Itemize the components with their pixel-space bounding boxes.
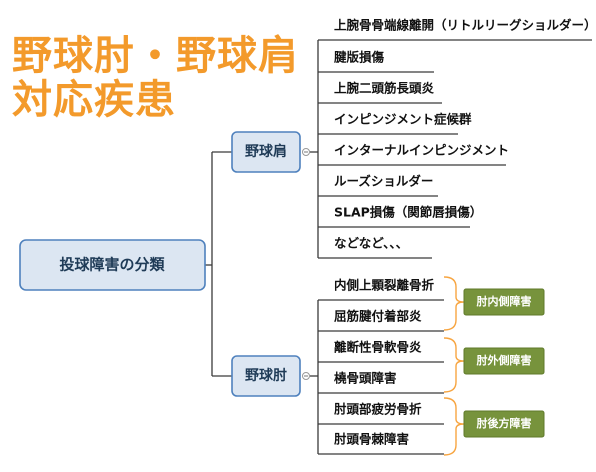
shoulder-item-3: 上腕二頭筋長頭炎: [334, 81, 435, 96]
elbow-node-label: 野球肘: [245, 367, 287, 384]
elbow-item-4: 橈骨頭障害: [334, 371, 397, 386]
group-bracket-2: [443, 337, 465, 393]
group-tag-box-1: [463, 288, 545, 316]
shoulder-item-5: インターナルインピンジメント: [334, 143, 509, 158]
elbow-item-6: 肘頭骨棘障害: [334, 432, 409, 447]
elbow-node-box: [231, 355, 301, 397]
elbow-item-1: 内側上顆裂離骨折: [334, 278, 435, 293]
elbow-item-3: 離断性骨軟骨炎: [334, 340, 422, 355]
root-node-box: [19, 239, 206, 291]
shoulder-item-4: インピンジメント症候群: [334, 112, 472, 127]
group-bracket-1: [443, 276, 465, 331]
diagram-title-line2: 対応疾患: [12, 77, 176, 123]
group-tag-1: 肘内側障害: [477, 294, 532, 308]
root-node-label: 投球障害の分類: [59, 256, 165, 274]
group-tag-box-2: [463, 347, 545, 375]
diagram-title-line1: 野球肘・野球肩: [12, 33, 299, 79]
shoulder-item-8: などなど、、、: [334, 236, 408, 251]
group-bracket-3: [443, 397, 465, 456]
shoulder-item-2: 腱版損傷: [334, 50, 385, 65]
shoulder-node-label: 野球肩: [245, 143, 287, 160]
group-tag-3: 肘後方障害: [477, 416, 532, 430]
shoulder-item-1: 上腕骨骨端線離開（リトルリーグショルダー）: [334, 18, 596, 33]
shoulder-node-box: [231, 131, 301, 173]
elbow-item-2: 屈筋腱付着部炎: [334, 309, 422, 324]
shoulder-item-7: SLAP損傷（関節唇損傷）: [334, 205, 482, 220]
group-tag-box-3: [463, 410, 545, 438]
group-tag-2: 肘外側障害: [477, 353, 532, 367]
shoulder-item-6: ルーズショルダー: [334, 174, 433, 189]
elbow-item-5: 肘頭部疲労骨折: [334, 402, 422, 417]
